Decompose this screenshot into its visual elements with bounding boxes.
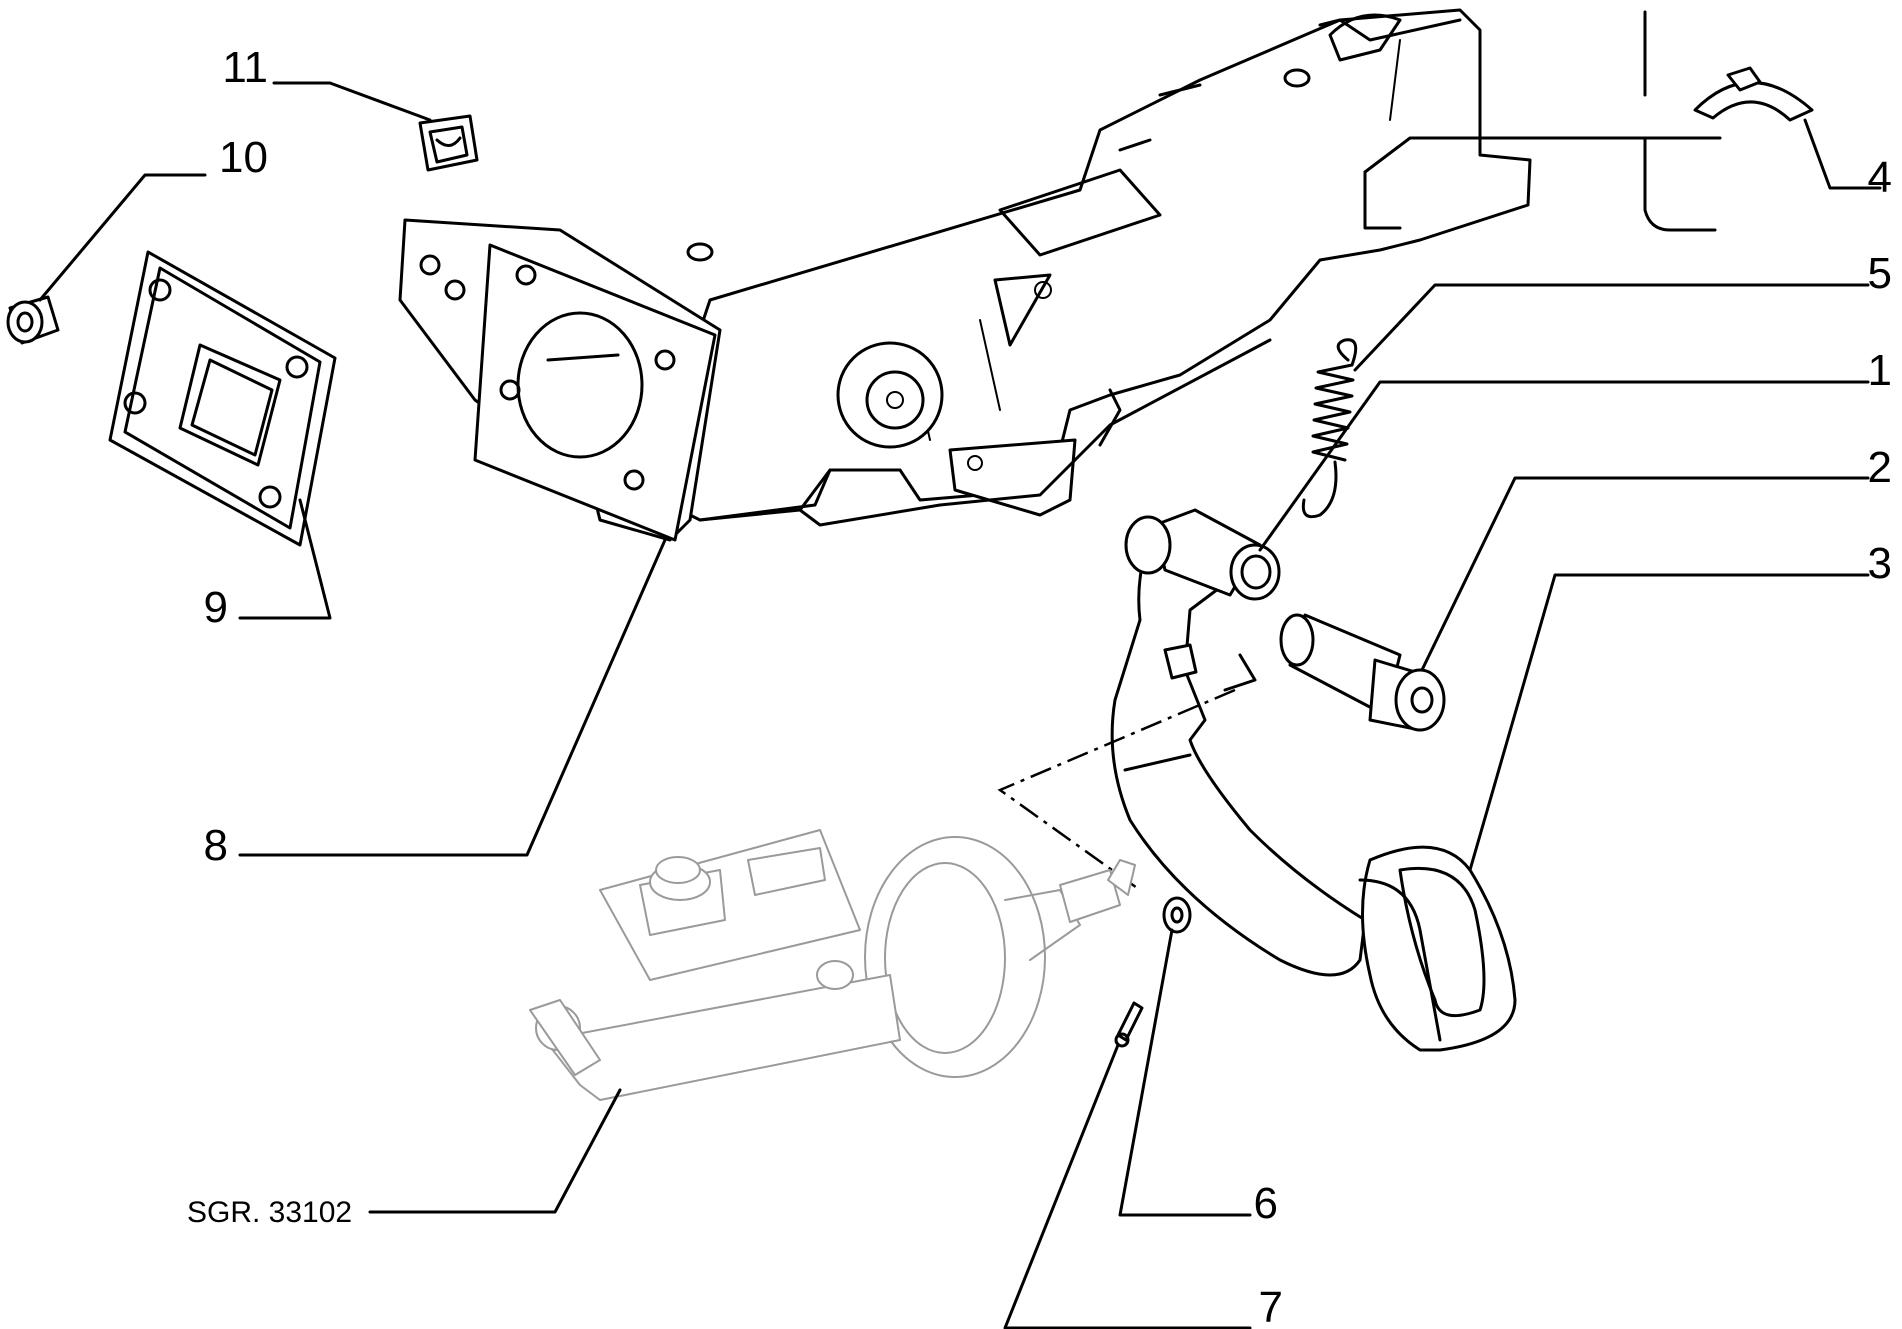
callout-9: 9 (204, 583, 228, 632)
leader-lines (38, 10, 1882, 1329)
split-pin-part (1114, 1001, 1144, 1048)
pedal-support-bracket (398, 8, 1532, 542)
plastic-clip-part (1693, 66, 1814, 122)
callout-6: 6 (1254, 1179, 1278, 1228)
pedal-lever (1110, 508, 1367, 977)
callout-labels: 1 2 3 4 5 6 7 8 9 10 11 SGR. 33102 (187, 43, 1892, 1329)
callout-8: 8 (204, 821, 228, 870)
callout-1: 1 (1868, 346, 1892, 395)
callout-5: 5 (1868, 249, 1892, 298)
clip-nut-part (418, 114, 479, 172)
drawing-reference-code: SGR. 33102 (187, 1196, 352, 1229)
pivot-pin (1279, 613, 1446, 732)
return-spring (1301, 338, 1358, 519)
gasket-plate (108, 250, 337, 547)
callout-2: 2 (1868, 443, 1892, 492)
pedal-pad (1358, 845, 1517, 1052)
callout-7: 7 (1259, 1283, 1283, 1329)
master-cylinder-servo-ghost (529, 829, 1136, 1101)
bushing-part (6, 295, 60, 345)
callout-4: 4 (1868, 153, 1892, 202)
callout-10: 10 (219, 133, 268, 182)
washer-part (1162, 896, 1192, 934)
assembly-line (997, 688, 1236, 892)
callout-3: 3 (1868, 539, 1892, 588)
callout-11: 11 (222, 43, 268, 92)
